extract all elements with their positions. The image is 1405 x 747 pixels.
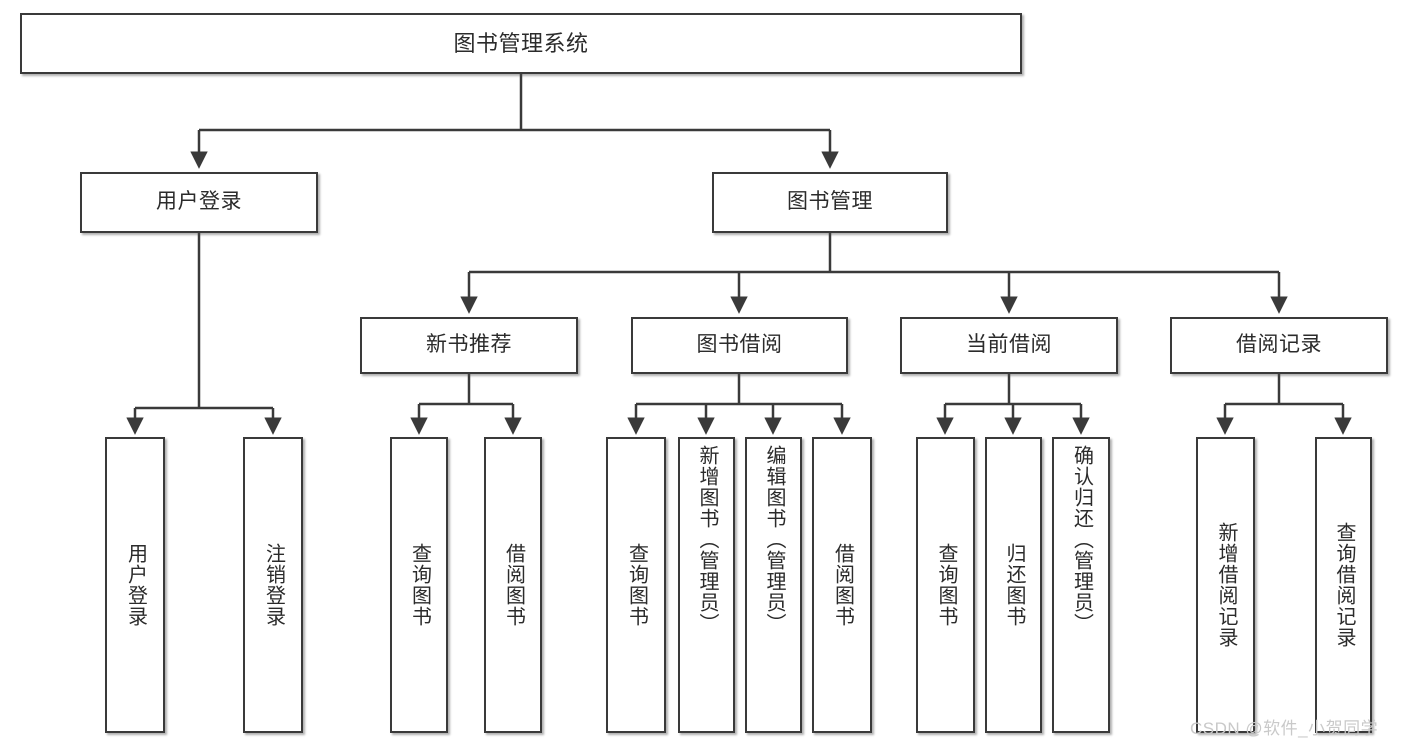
leaf-logout[interactable]: 注销登录 <box>243 437 303 733</box>
leaf-query-book-current[interactable]: 查询图书 <box>916 437 975 733</box>
node-label: 查询图书 <box>935 543 957 627</box>
leaf-user-login[interactable]: 用户登录 <box>105 437 165 733</box>
node-label: 归还图书 <box>1003 543 1025 627</box>
node-label: 当前借阅 <box>966 333 1052 357</box>
node-label: 图书借阅 <box>696 333 783 357</box>
node-label: 借阅图书 <box>502 543 525 627</box>
node-user-login[interactable]: 用户登录 <box>80 172 318 233</box>
node-label: 借阅图书 <box>831 543 854 627</box>
node-book-management[interactable]: 图书管理 <box>712 172 948 233</box>
node-root-book-management-system[interactable]: 图书管理系统 <box>20 13 1022 74</box>
leaf-confirm-return-admin[interactable]: 确认归还（管理员） <box>1052 437 1110 733</box>
node-label: 注销登录 <box>262 543 285 627</box>
node-label: 新增图书（管理员） <box>696 445 718 634</box>
node-label: 编辑图书（管理员） <box>763 445 785 634</box>
node-label: 新书推荐 <box>426 333 512 357</box>
leaf-query-book-recommend[interactable]: 查询图书 <box>390 437 448 733</box>
leaf-add-book-admin[interactable]: 新增图书（管理员） <box>678 437 735 733</box>
node-label: 图书管理系统 <box>453 30 589 56</box>
leaf-add-borrow-record[interactable]: 新增借阅记录 <box>1196 437 1255 733</box>
node-label: 新增借阅记录 <box>1215 522 1237 648</box>
node-label: 查询图书 <box>408 543 431 627</box>
node-label: 查询借阅记录 <box>1333 522 1355 648</box>
csdn-watermark: CSDN @软件_小贺同学 <box>1190 719 1379 738</box>
node-label: 查询图书 <box>625 543 648 627</box>
node-label: 用户登录 <box>156 190 242 214</box>
leaf-query-borrow-record[interactable]: 查询借阅记录 <box>1315 437 1372 733</box>
leaf-edit-book-admin[interactable]: 编辑图书（管理员） <box>745 437 802 733</box>
node-new-book-recommend[interactable]: 新书推荐 <box>360 317 578 374</box>
node-label: 借阅记录 <box>1236 333 1322 357</box>
leaf-return-book[interactable]: 归还图书 <box>985 437 1042 733</box>
node-borrow-record[interactable]: 借阅记录 <box>1170 317 1388 374</box>
leaf-query-book-borrow[interactable]: 查询图书 <box>606 437 666 733</box>
node-label: 图书管理 <box>787 190 873 214</box>
leaf-borrow-book-recommend[interactable]: 借阅图书 <box>484 437 542 733</box>
leaf-borrow-book[interactable]: 借阅图书 <box>812 437 872 733</box>
node-label: 用户登录 <box>124 543 147 627</box>
node-label: 确认归还（管理员） <box>1070 445 1093 634</box>
node-current-borrow[interactable]: 当前借阅 <box>900 317 1118 374</box>
node-book-borrow[interactable]: 图书借阅 <box>631 317 848 374</box>
